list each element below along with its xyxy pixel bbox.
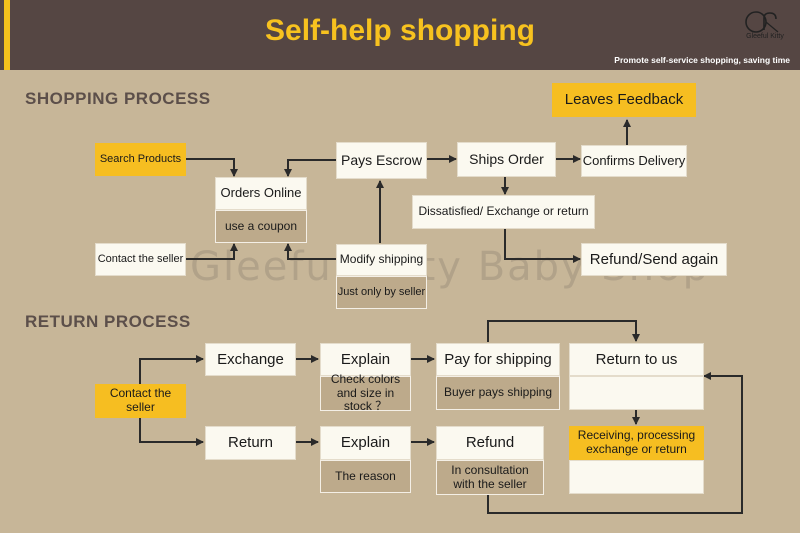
arrow-pay-to-return-to-us <box>487 320 640 342</box>
receiving-blank-box <box>569 460 704 494</box>
arrow-dissatisfied-to-refund <box>504 229 581 263</box>
pays-escrow-box: Pays Escrow <box>336 142 427 179</box>
brand-logo-text: Gleeful Kitty <box>746 33 784 40</box>
contact-seller-box: Contact the seller <box>95 243 186 276</box>
search-products-box: Search Products <box>95 143 186 176</box>
refund-send-again-box: Refund/Send again <box>581 243 727 276</box>
return-box: Return <box>205 426 296 460</box>
confirms-delivery-box: Confirms Delivery <box>581 145 687 177</box>
use-coupon-box: use a coupon <box>215 210 307 243</box>
explain-exchange-box: Explain <box>320 343 411 376</box>
pay-for-shipping-box: Pay for shipping <box>436 343 560 376</box>
just-only-by-seller-box: Just only by seller <box>336 276 427 309</box>
the-reason-box: The reason <box>320 460 411 493</box>
check-colors-box: Check colors and size in stock ？ <box>320 372 411 413</box>
ships-order-box: Ships Order <box>457 142 556 177</box>
arrow-contact-to-return <box>139 418 204 446</box>
explain-return-box: Explain <box>320 426 411 460</box>
orders-online-box: Orders Online <box>215 177 307 210</box>
tagline: Promote self-service shopping, saving ti… <box>614 55 790 65</box>
brand-logo-icon <box>745 11 779 33</box>
return-contact-seller-box: Contact the seller <box>95 384 186 418</box>
dissatisfied-box: Dissatisfied/ Exchange or return <box>412 195 595 229</box>
arrow-contact-to-exchange <box>139 355 204 384</box>
exchange-box: Exchange <box>205 343 296 376</box>
arrow-search-to-orders <box>186 158 238 177</box>
return-process-heading: RETURN PROCESS <box>25 312 191 331</box>
header-banner <box>0 0 800 70</box>
shopping-process-heading: SHOPPING PROCESS <box>25 89 211 108</box>
page-title: Self-help shopping <box>265 14 535 47</box>
refund-box: Refund <box>436 426 544 460</box>
return-to-us-box: Return to us <box>569 343 704 376</box>
modify-shipping-box: Modify shipping <box>336 244 427 276</box>
in-consultation-box: In consultation with the seller <box>436 460 544 495</box>
arrow-modify-to-orders <box>284 243 336 260</box>
leaves-feedback-box: Leaves Feedback <box>552 83 696 117</box>
header-accent-bar <box>4 0 10 70</box>
arrow-contact-to-orders <box>186 243 238 260</box>
buyer-pays-shipping-box: Buyer pays shipping <box>436 376 560 410</box>
arrow-refund-loop <box>487 372 743 514</box>
receiving-box: Receiving, processing exchange or return <box>569 426 704 460</box>
return-to-us-blank-box <box>569 376 704 410</box>
arrow-escrow-to-orders <box>284 159 336 177</box>
